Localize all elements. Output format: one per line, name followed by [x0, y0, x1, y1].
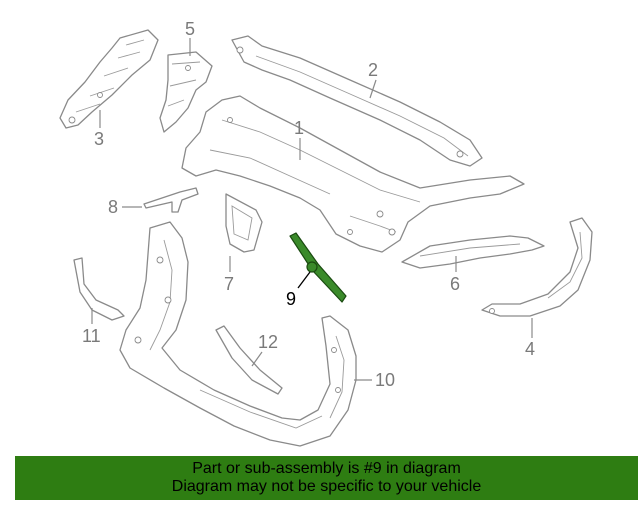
part-4-curved-bracket: [481, 217, 593, 317]
callout-3: 3: [94, 129, 104, 149]
leader-9: [297, 271, 311, 289]
part-3-bracket: [59, 29, 159, 129]
part-1-radiator-support: [181, 95, 525, 253]
callout-6: 6: [450, 274, 460, 294]
part-7-plate: [225, 193, 263, 253]
callout-8: 8: [108, 197, 118, 217]
callout-7: 7: [224, 274, 234, 294]
banner-line-part: Part or sub-assembly is #9 in diagram: [192, 460, 461, 477]
callout-5: 5: [185, 19, 195, 39]
info-banner: Part or sub-assembly is #9 in diagram Di…: [15, 456, 638, 500]
callout-1: 1: [294, 118, 304, 138]
callout-11: 11: [82, 326, 101, 346]
part-2-upper-member: [231, 35, 483, 167]
part-5-bracket: [159, 51, 213, 133]
part-11-strut: [73, 257, 125, 321]
leader-2: [369, 79, 377, 99]
part-6-side-panel: [401, 235, 545, 269]
callout-12: 12: [258, 332, 278, 352]
part-10-lower-frame: [119, 221, 357, 447]
part-12-brace: [215, 325, 283, 395]
banner-line-disclaimer: Diagram may not be specific to your vehi…: [171, 478, 482, 495]
callout-10: 10: [375, 370, 395, 390]
callout-9: 9: [286, 289, 296, 309]
part-8-rod: [143, 187, 199, 213]
callout-2: 2: [368, 60, 378, 80]
leader-12: [251, 351, 263, 367]
parts-diagram: 1 2 3 4 5 6 7 8 9 10 11 12: [59, 19, 593, 447]
part-9-highlighted-brace: [289, 232, 347, 303]
callout-4: 4: [525, 339, 535, 359]
